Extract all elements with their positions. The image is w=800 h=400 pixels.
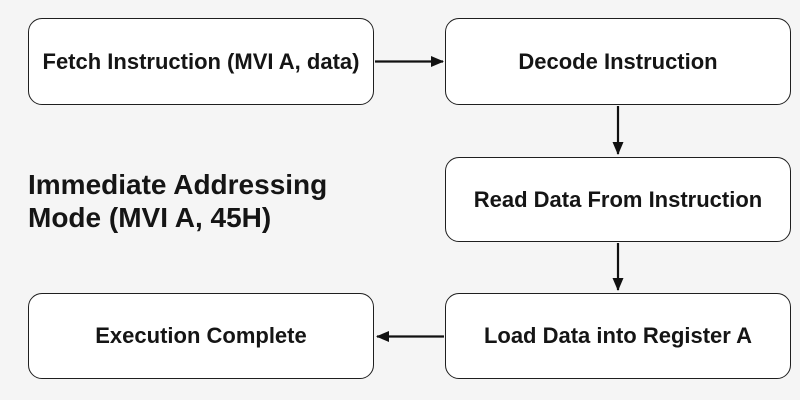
flow-node-read-data: Read Data From Instruction [445, 157, 791, 242]
node-label: Read Data From Instruction [473, 186, 763, 212]
caption-line-2: Mode (MVI A, 45H) [28, 202, 272, 233]
flow-node-decode-instruction: Decode Instruction [445, 18, 791, 105]
diagram-caption: Immediate Addressing Mode (MVI A, 45H) [28, 168, 327, 234]
flow-node-execution-complete: Execution Complete [28, 293, 374, 379]
caption-line-1: Immediate Addressing [28, 169, 328, 200]
flow-node-fetch-instruction: Fetch Instruction (MVI A, data) [28, 18, 374, 105]
node-label: Load Data into Register A [483, 323, 753, 348]
node-label: Execution Complete [95, 323, 307, 348]
flow-node-load-register: Load Data into Register A [445, 293, 791, 379]
node-label: Decode Instruction [518, 48, 718, 74]
node-label: Fetch Instruction (MVI A, data) [42, 48, 360, 74]
